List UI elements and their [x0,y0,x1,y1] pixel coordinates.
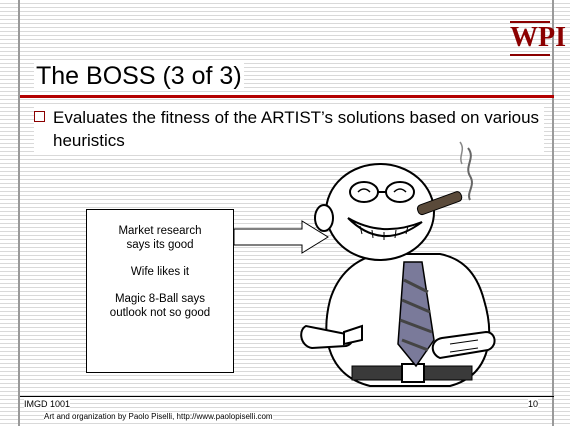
callout-line-4: Magic 8-Ball says [114,293,206,305]
left-frame-line [18,0,20,426]
heuristics-callout-box: Market research says its good Wife likes… [86,209,234,373]
callout-line-5: outlook not so good [109,307,211,319]
boss-cartoon-illustration [300,141,496,387]
bullet-text: Evaluates the fitness of the ARTIST’s so… [34,106,544,152]
credit-line: Art and organization by Paolo Piselli, h… [44,412,273,421]
right-frame-line [552,0,554,426]
square-bullet-icon [34,111,45,122]
page-number: 10 [528,399,539,409]
course-label: IMGD 1001 [24,399,71,409]
footer-rule [20,396,554,397]
callout-line-1: Market research [118,225,202,237]
wpi-logo: WPI [510,22,566,53]
logo-bottom-rule [510,54,550,56]
logo-top-rule [510,21,550,23]
title-underline [20,95,554,98]
slide-title: The BOSS (3 of 3) [34,62,244,91]
arrow-right-icon [234,220,329,254]
callout-line-3: Wife likes it [130,266,190,278]
callout-line-2: says its good [126,239,194,251]
bullet-item: Evaluates the fitness of the ARTIST’s so… [34,106,544,152]
